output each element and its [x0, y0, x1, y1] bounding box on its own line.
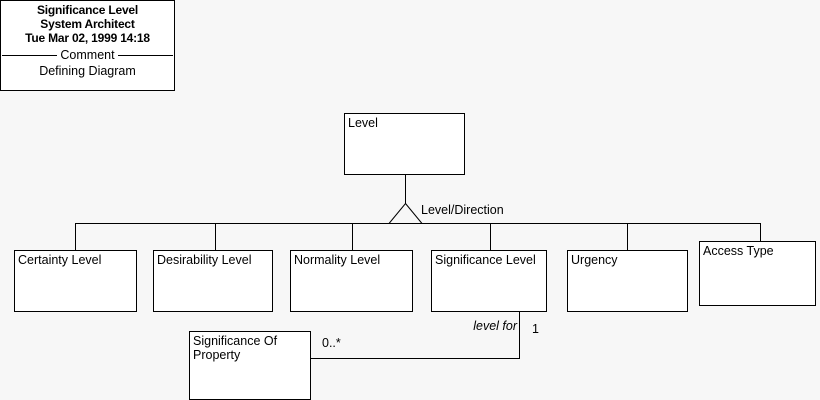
association-line-horizontal — [310, 358, 520, 359]
class-name-normality-level: Normality Level — [294, 253, 381, 267]
generalization-triangle — [388, 203, 423, 224]
generalization-drop-significance — [490, 223, 491, 251]
class-box-urgency[interactable]: Urgency — [567, 250, 688, 312]
class-name-level: Level — [348, 116, 378, 130]
diagram-comment-text: Defining Diagram — [39, 64, 136, 78]
generalization-bar — [75, 223, 761, 224]
class-box-desirability-level[interactable]: Desirability Level — [153, 250, 273, 312]
diagram-title: Significance Level — [36, 3, 139, 17]
diagram-title-block: Significance Level System Architect Tue … — [0, 0, 175, 91]
association-line-vertical — [519, 311, 520, 359]
generalization-drop-normality — [352, 223, 353, 251]
class-box-access-type[interactable]: Access Type — [699, 241, 816, 306]
class-box-certainty-level[interactable]: Certainty Level — [14, 250, 137, 312]
generalization-stem — [405, 175, 406, 204]
class-name-certainty-level: Certainty Level — [18, 253, 102, 267]
class-box-significance-level[interactable]: Significance Level — [431, 250, 547, 312]
comment-divider-label: Comment — [60, 48, 115, 62]
diagram-timestamp: Tue Mar 02, 1999 14:18 — [25, 31, 150, 45]
generalization-drop-certainty — [75, 223, 76, 251]
divider-rule-left — [2, 54, 58, 56]
association-role-label: level for — [473, 319, 517, 333]
diagram-author: System Architect — [40, 17, 135, 31]
comment-divider: Comment — [1, 48, 174, 62]
class-name-access-type: Access Type — [703, 244, 774, 258]
generalization-drop-desirability — [215, 223, 216, 251]
class-name-significance-of-property: Significance Of Property — [193, 334, 278, 362]
generalization-label: Level/Direction — [421, 203, 504, 217]
class-name-desirability-level: Desirability Level — [157, 253, 252, 267]
class-name-urgency: Urgency — [571, 253, 618, 267]
generalization-drop-access-type — [760, 223, 761, 242]
class-name-significance-level: Significance Level — [435, 253, 536, 267]
association-multiplicity-target: 1 — [532, 322, 539, 336]
divider-rule-right — [117, 54, 173, 56]
class-box-normality-level[interactable]: Normality Level — [290, 250, 413, 312]
association-multiplicity-source: 0..* — [322, 336, 341, 350]
class-box-significance-of-property[interactable]: Significance Of Property — [189, 331, 311, 400]
class-box-level[interactable]: Level — [344, 113, 465, 175]
generalization-drop-urgency — [627, 223, 628, 251]
